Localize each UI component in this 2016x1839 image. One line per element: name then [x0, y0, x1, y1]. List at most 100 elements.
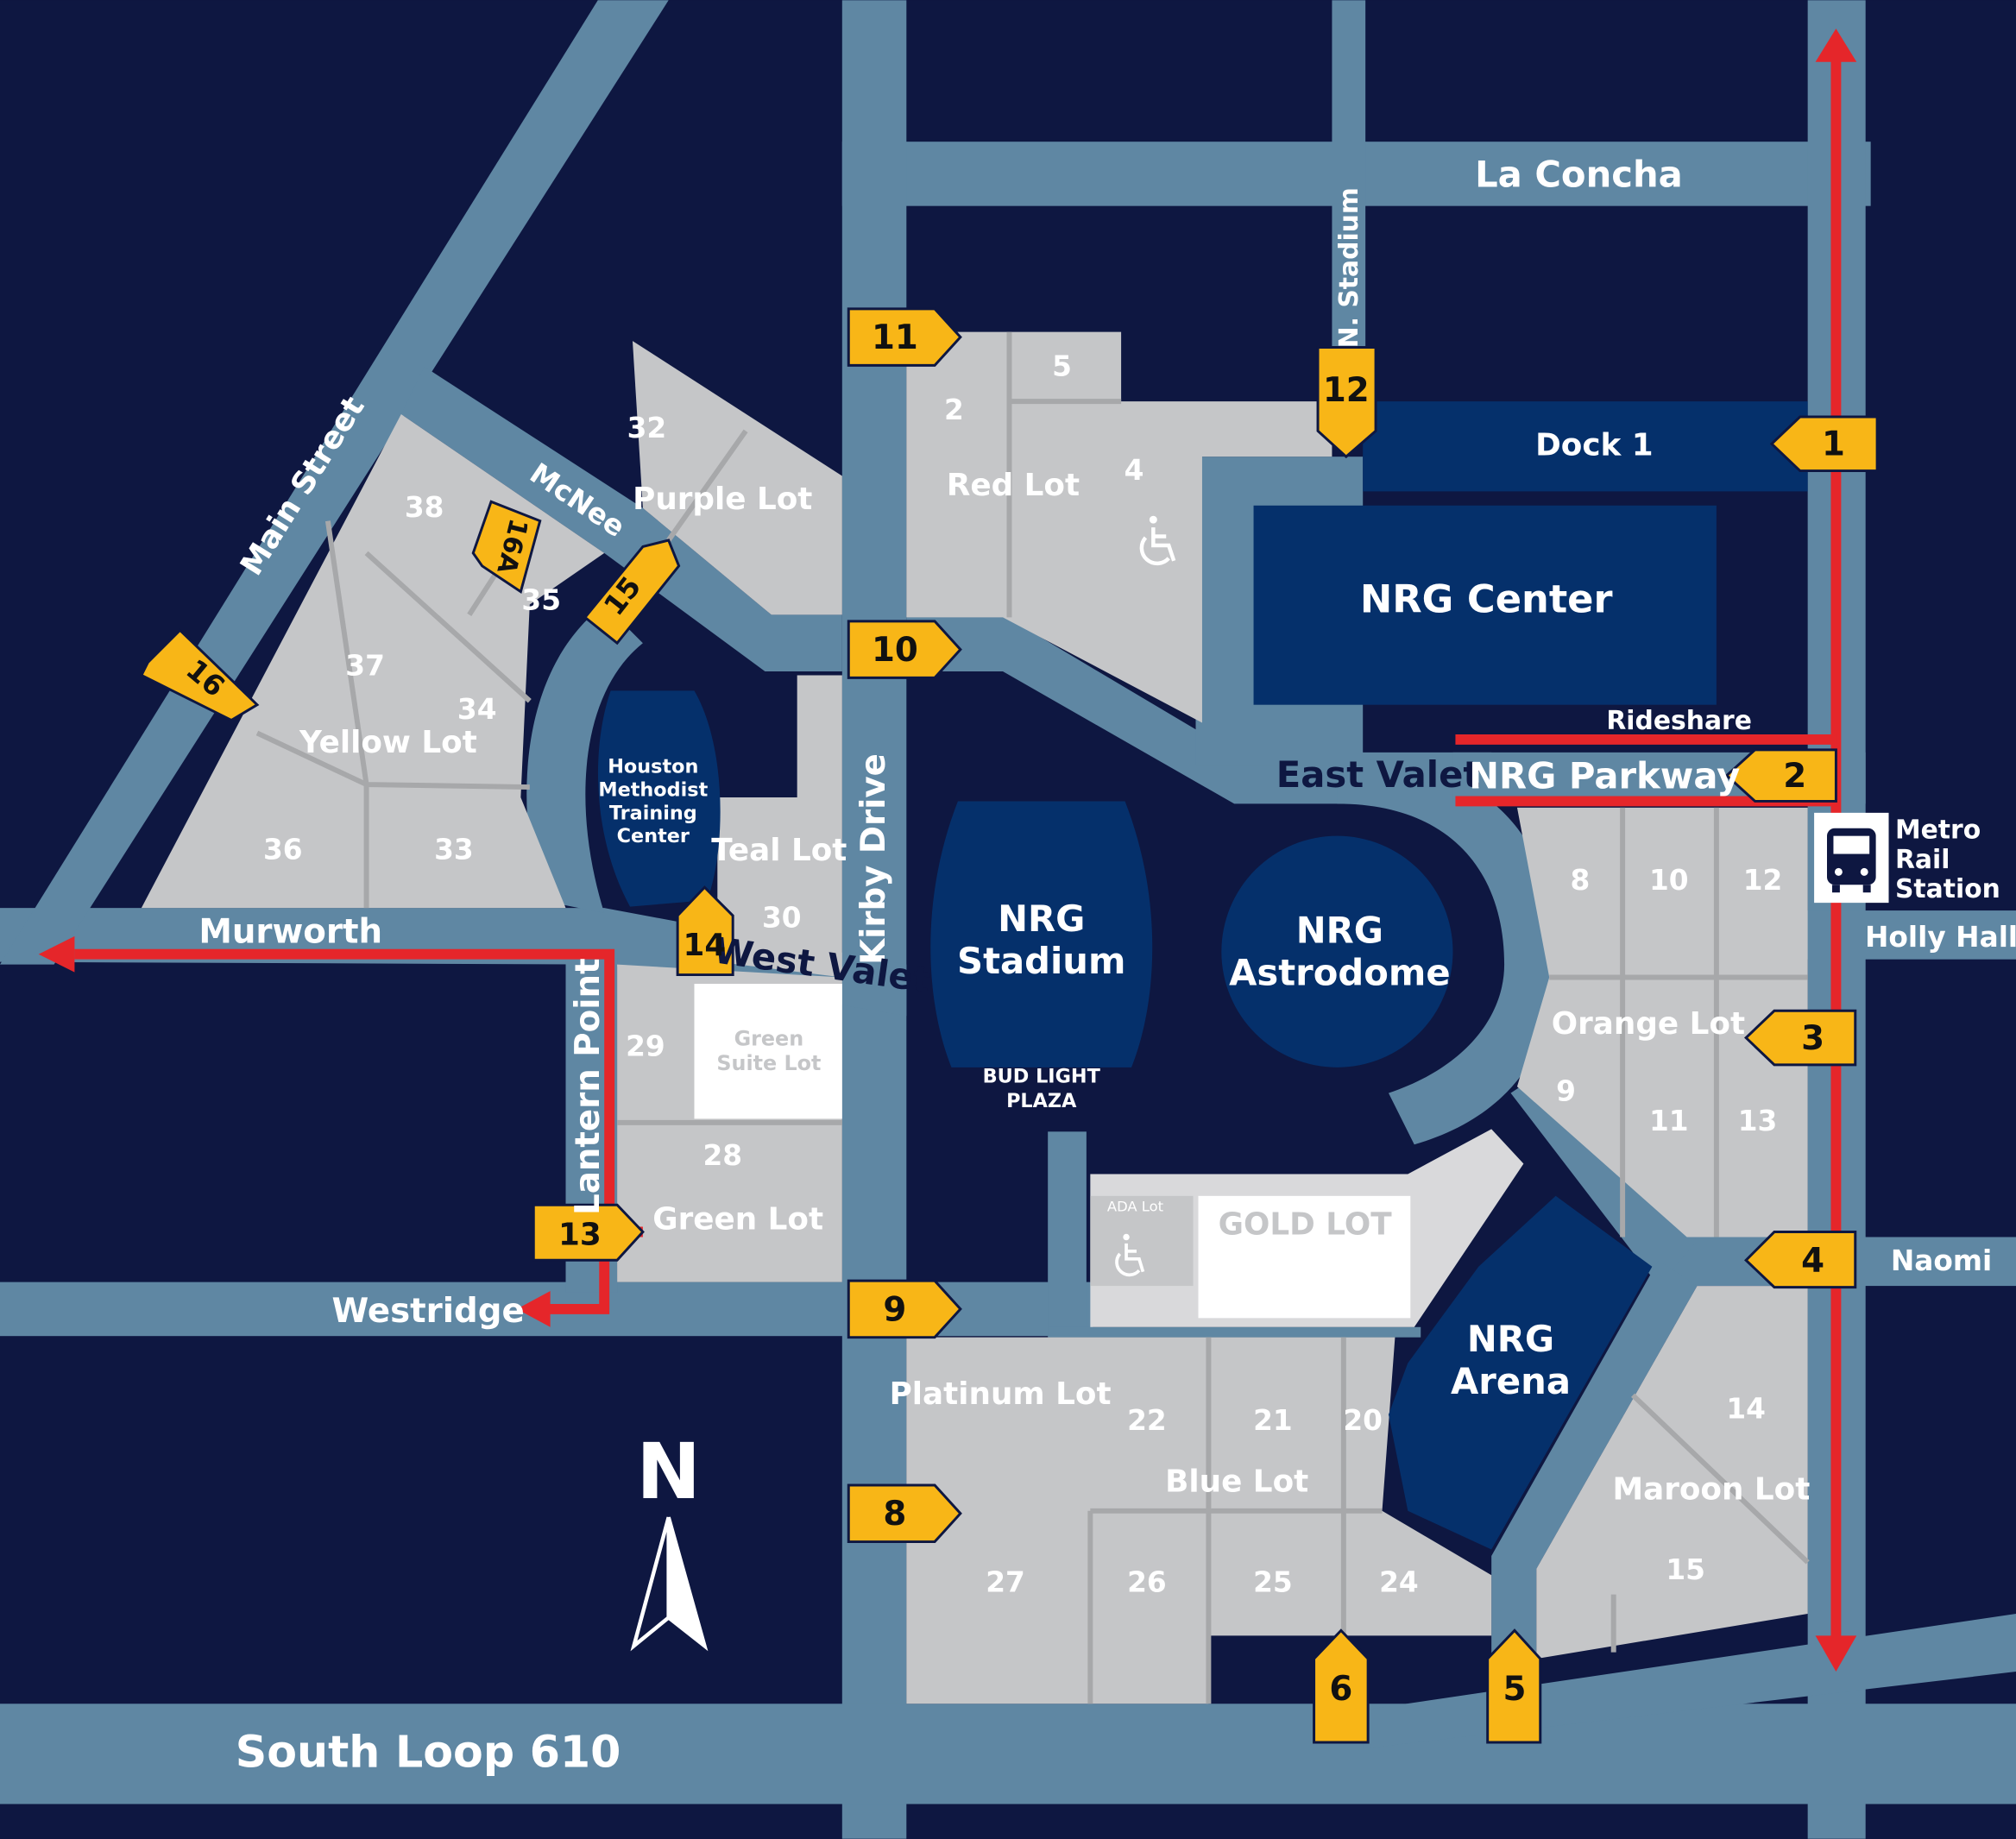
label-stadium-1: NRG	[998, 897, 1085, 940]
gate-8-marker[interactable]	[847, 1483, 962, 1544]
label-plaza-1: BUD LIGHT	[983, 1066, 1101, 1088]
label-westridge: Westridge	[332, 1292, 525, 1331]
red-lot-dividers	[1006, 331, 1122, 618]
gate-11-marker[interactable]	[847, 307, 962, 367]
accessibility-icon	[1139, 515, 1176, 566]
route-westridge-arrow	[516, 1291, 551, 1327]
gate-16-marker[interactable]	[139, 628, 260, 722]
gate-15-marker[interactable]	[583, 538, 681, 646]
label-south-loop: South Loop 610	[236, 1726, 621, 1777]
gate-9-marker[interactable]	[847, 1279, 962, 1339]
label-yellow-lot: Yellow Lot	[299, 725, 477, 760]
lot-number: 34	[457, 693, 497, 726]
gate-4-marker[interactable]	[1744, 1231, 1857, 1289]
gold-lot-inner	[1198, 1195, 1411, 1319]
lot-number: 20	[1343, 1404, 1383, 1437]
orange-lot-area	[1516, 807, 1808, 1238]
lot-number: 26	[1127, 1566, 1167, 1599]
gate-13-label: 13	[558, 1217, 602, 1252]
lot-number: 37	[345, 649, 385, 682]
label-lantern-point: Lantern Point	[569, 958, 608, 1215]
road-training-loop	[526, 604, 643, 914]
gates	[139, 307, 1879, 1744]
parking-lots	[141, 331, 1810, 1704]
lot-number: 28	[702, 1139, 742, 1172]
lot-number: 30	[762, 901, 802, 934]
gate-2-marker[interactable]	[1724, 748, 1837, 803]
gate-6-marker[interactable]	[1313, 1628, 1370, 1744]
label-kirby-drive: Kirby Drive	[854, 753, 893, 965]
label-training-2: Methodist	[598, 778, 708, 801]
gate-11-label: 11	[872, 318, 918, 357]
lot-number: 5	[1052, 350, 1072, 382]
gate-4-label: 4	[1801, 1242, 1824, 1281]
gate-5-marker[interactable]	[1486, 1628, 1542, 1744]
gate-13-marker[interactable]	[532, 1203, 645, 1262]
road-mcnee	[400, 366, 842, 671]
gate-6-label: 6	[1329, 1670, 1352, 1709]
gate-9-label: 9	[883, 1290, 906, 1329]
lot-number: 33	[434, 833, 474, 866]
building-labels: Dock 1 NRG Center Houston Methodist Trai…	[598, 428, 2000, 1403]
label-dock-1: Dock 1	[1535, 428, 1654, 463]
label-gold-lot: GOLD LOT	[1219, 1207, 1393, 1243]
lot-number: 9	[1556, 1075, 1576, 1108]
gate-14-marker[interactable]	[676, 885, 734, 977]
lot-number: 36	[263, 833, 303, 866]
label-green-lot: Green Lot	[652, 1202, 823, 1238]
dock-1	[1363, 401, 1808, 492]
road-south-loop	[0, 1704, 2016, 1804]
gate-3-marker[interactable]	[1743, 1009, 1857, 1067]
lot-number: 8	[1571, 864, 1591, 897]
compass: N	[630, 1427, 709, 1652]
gate-3-label: 3	[1801, 1019, 1824, 1058]
red-lot-area	[906, 331, 1332, 723]
label-metro-1: Metro	[1895, 816, 1981, 846]
lot-labels: Red Lot Purple Lot Yellow Lot Teal Lot G…	[299, 468, 1810, 1508]
lot-number: 24	[1379, 1566, 1419, 1599]
purple-lot-dividers	[666, 429, 748, 542]
gate-10-marker[interactable]	[847, 620, 962, 679]
gate-12-marker[interactable]	[1316, 346, 1377, 459]
route-east-arrow-bottom	[1815, 1635, 1857, 1672]
label-orange-lot: Orange Lot	[1552, 1006, 1745, 1042]
label-astrodome-2: Astrodome	[1229, 951, 1451, 993]
yellow-lot-dividers	[255, 520, 532, 909]
label-nrg-center: NRG Center	[1360, 576, 1613, 621]
label-murworth: Murworth	[198, 912, 382, 951]
label-rideshare: Rideshare	[1606, 706, 1752, 736]
gate-14-label: 14	[684, 928, 727, 963]
lot-number: 12	[1743, 864, 1783, 897]
label-green-suite-2: Suite Lot	[716, 1051, 821, 1075]
lot-number: 10	[1649, 864, 1689, 897]
accessibility-icon	[1115, 1233, 1145, 1277]
training-center	[597, 690, 721, 907]
nrg-stadium	[930, 801, 1153, 1068]
label-east-valet: East Valet	[1276, 753, 1481, 796]
lot-number: 29	[626, 1030, 665, 1062]
lot-number: 15	[1666, 1553, 1705, 1586]
label-red-lot: Red Lot	[947, 468, 1080, 503]
label-metro-3: Station	[1895, 874, 2000, 904]
label-maroon-lot: Maroon Lot	[1613, 1471, 1811, 1507]
label-teal-lot: Teal Lot	[711, 833, 847, 868]
nrg-astrodome	[1221, 835, 1453, 1068]
route-murworth-arrow	[38, 935, 75, 973]
compass-label: N	[636, 1427, 701, 1517]
maroon-lot-dividers	[1610, 1393, 1810, 1653]
label-stadium-2: Stadium	[957, 940, 1125, 982]
label-training-3: Training	[609, 802, 697, 824]
road-n-stadium	[1332, 0, 1366, 354]
gate-5-label: 5	[1503, 1670, 1527, 1709]
route-east-arrow-top	[1815, 28, 1857, 62]
lot-number: 25	[1253, 1566, 1293, 1599]
purple-lot-area	[632, 341, 842, 615]
road-kirby-stub	[1048, 1131, 1087, 1332]
lot-number: 38	[405, 491, 444, 524]
label-nrg-parkway: NRG Parkway	[1469, 755, 1740, 797]
orange-lot-dividers	[1549, 807, 1808, 1238]
gate-1-marker[interactable]	[1769, 415, 1879, 473]
road-arena-east	[1491, 1260, 1698, 1710]
gate-16a-marker[interactable]	[471, 500, 542, 594]
